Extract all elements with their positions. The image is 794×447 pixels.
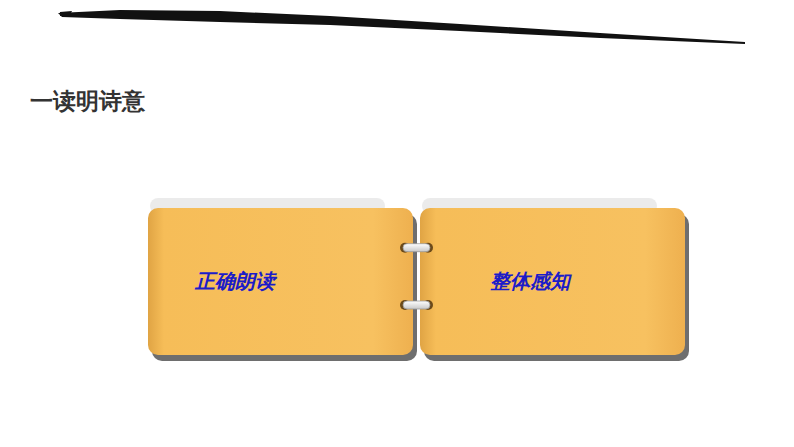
binder-ring — [403, 301, 430, 309]
card-layer — [148, 198, 689, 361]
card-face — [148, 208, 413, 355]
card-label: 正确朗读 — [195, 268, 275, 295]
binder-rings — [400, 243, 433, 310]
brush-stroke — [58, 10, 745, 44]
binder-card: 正确朗读 — [148, 208, 413, 355]
binder-card: 整体感知 — [420, 208, 685, 355]
binder-ring — [403, 244, 430, 252]
slide-title: 一读明诗意 — [30, 86, 145, 117]
card-label: 整体感知 — [490, 268, 570, 295]
card-face — [420, 208, 685, 355]
brush-tick — [60, 11, 72, 16]
